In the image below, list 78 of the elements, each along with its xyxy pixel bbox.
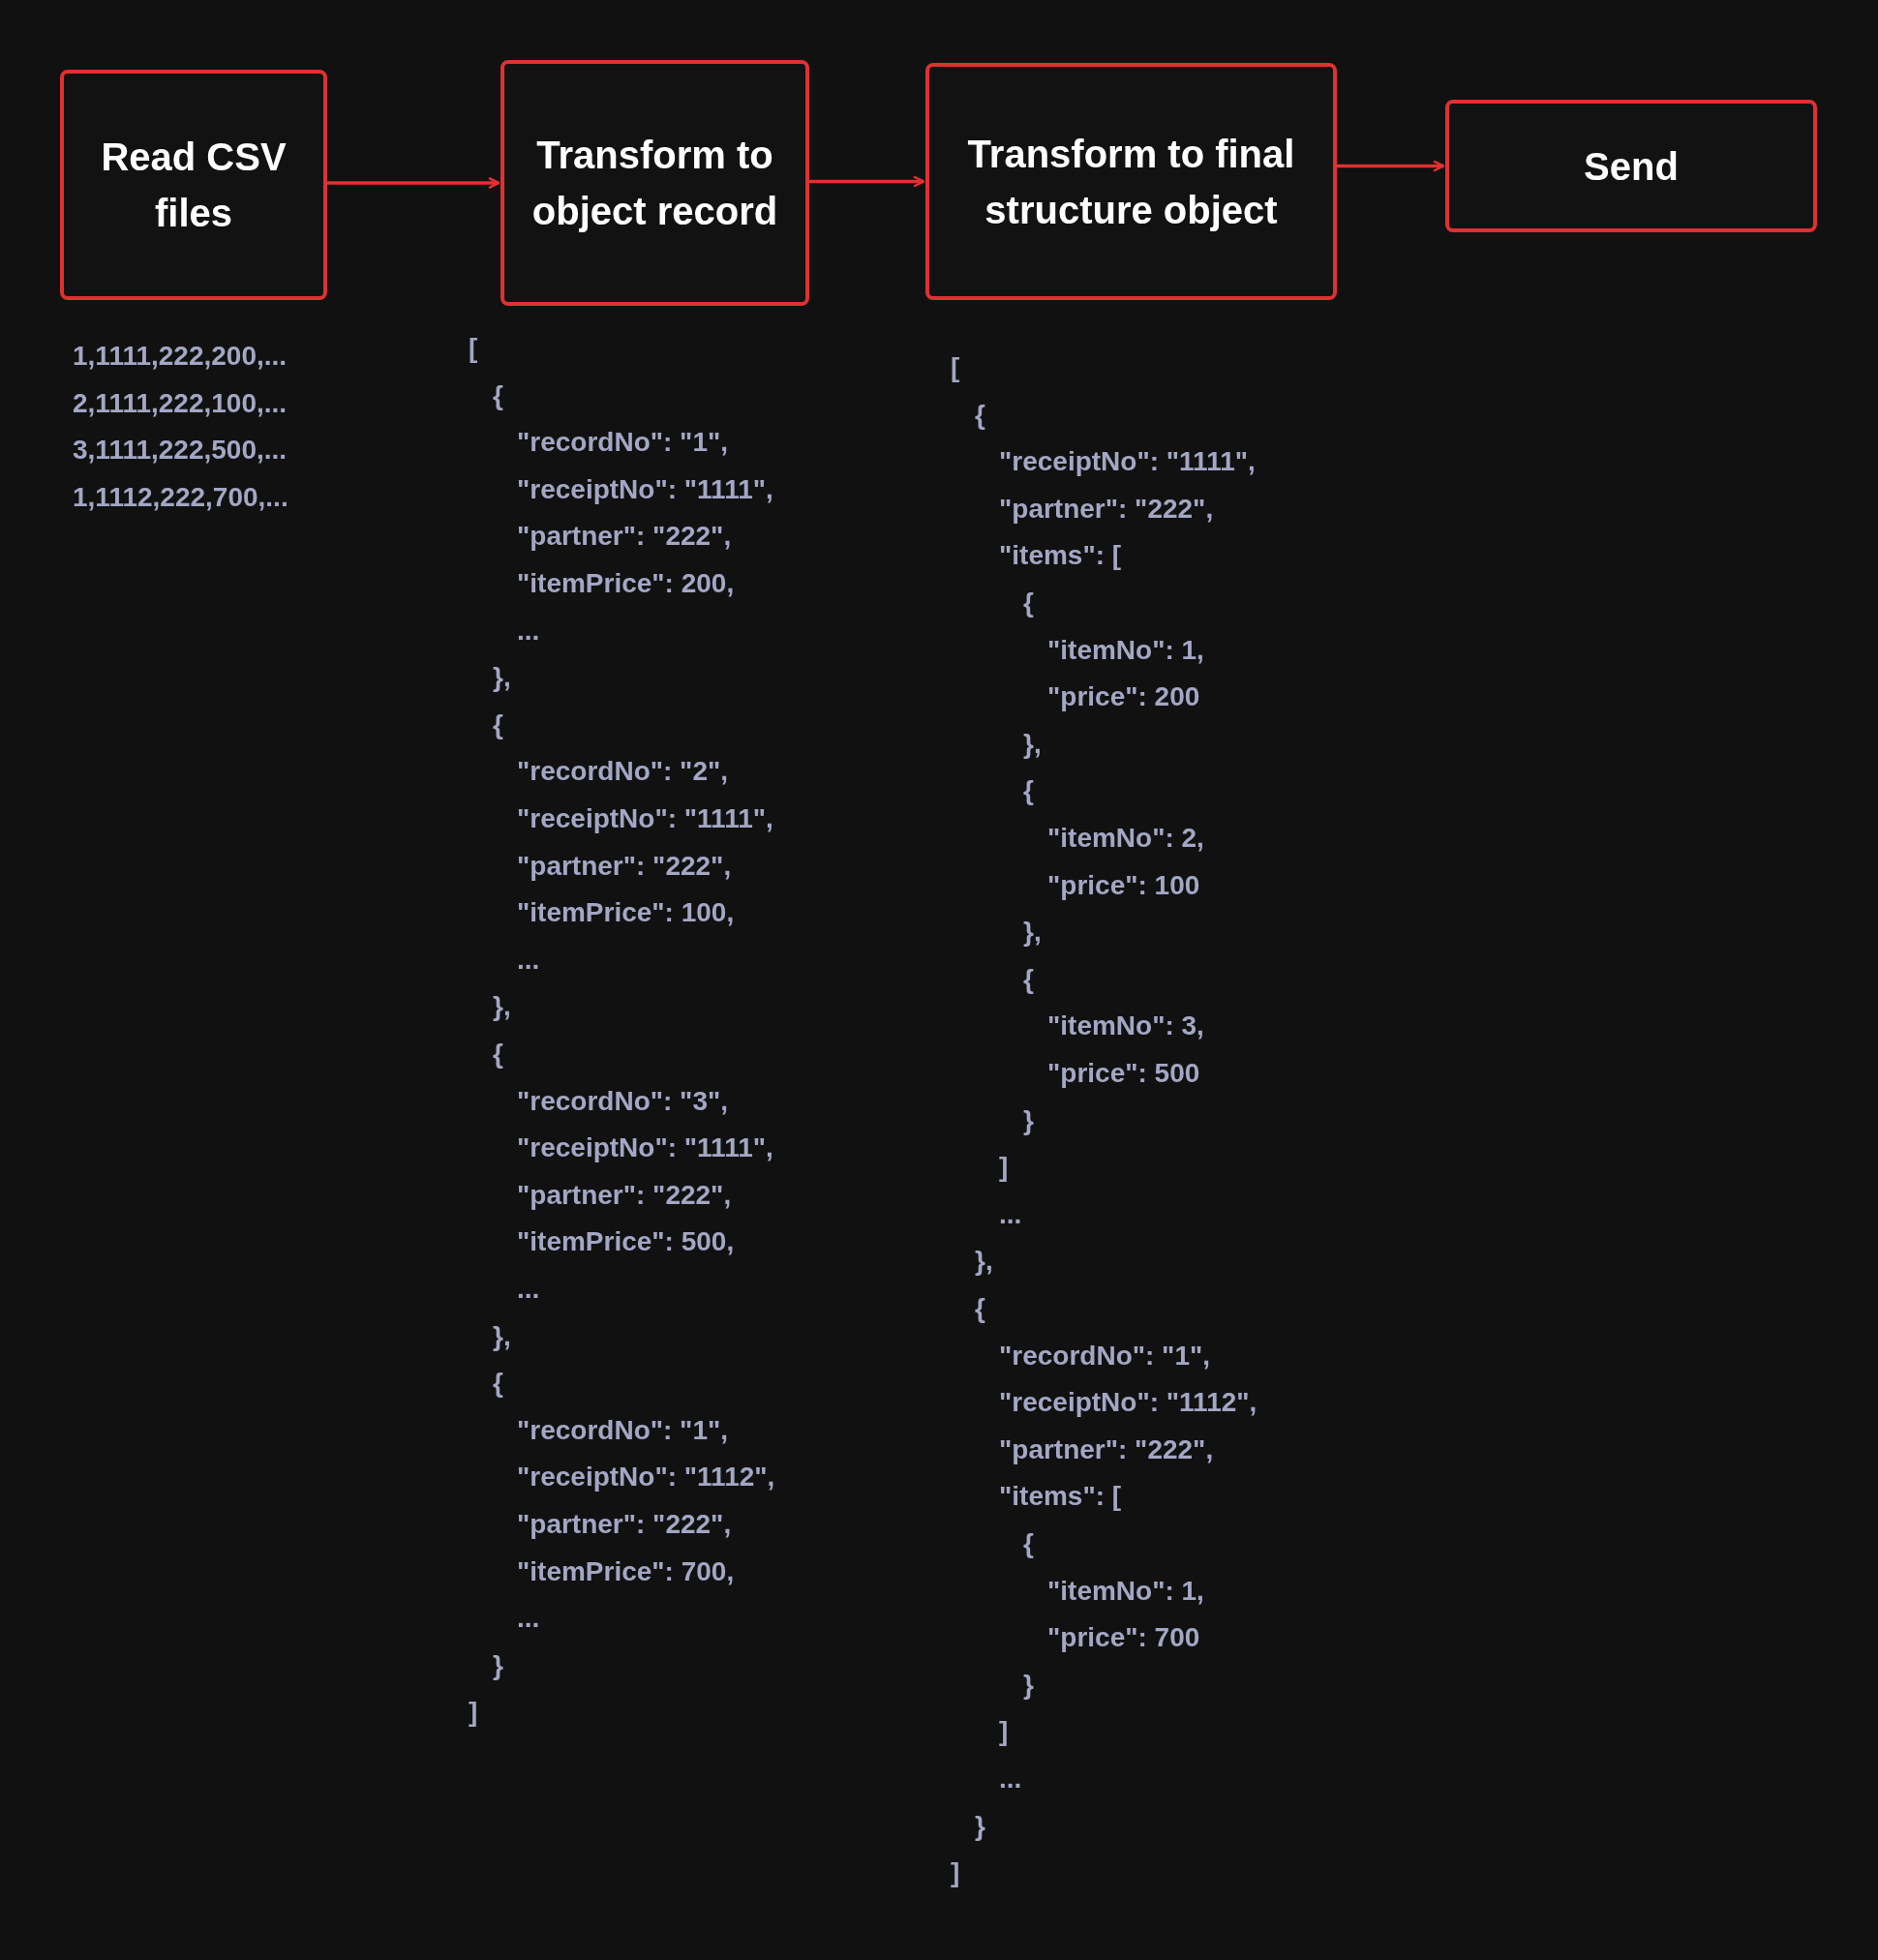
code-line: "recordNo": "1", [999, 1339, 1211, 1372]
process-box [500, 60, 809, 306]
csv-line: 2,1111,222,100,... [73, 386, 288, 420]
code-line: ] [999, 1151, 1009, 1185]
code-line: "partner": "222", [517, 1178, 732, 1212]
code-line: "price": 200 [1047, 680, 1200, 714]
code-line: ... [517, 1273, 540, 1306]
code-line: { [1023, 774, 1034, 808]
box-label: Transform to final structure object [966, 131, 1296, 233]
code-line: }, [1023, 727, 1042, 761]
code-line: } [975, 1809, 985, 1843]
code-line: ... [999, 1763, 1022, 1795]
csv-line: 1,1112,222,700,... [73, 480, 288, 514]
arrow [327, 176, 500, 190]
code-line: { [1023, 962, 1034, 996]
arrow [1337, 160, 1445, 172]
process-box [1445, 100, 1817, 232]
process-box [60, 70, 327, 300]
code-line: "partner": "222", [517, 1508, 732, 1541]
code-line: { [493, 1367, 503, 1401]
code-line: ... [517, 943, 540, 977]
code-line: "itemPrice": 200, [517, 567, 735, 600]
code-line: } [493, 1648, 503, 1682]
code-line: "receiptNo": "1111", [517, 472, 773, 506]
code-line: "receiptNo": "1112", [517, 1461, 775, 1494]
arrow [809, 175, 925, 188]
code-line: "itemPrice": 700, [517, 1554, 735, 1588]
code-line: }, [493, 990, 511, 1024]
code-line: }, [975, 1245, 993, 1279]
code-line: ... [999, 1197, 1022, 1231]
code-line: { [975, 398, 985, 432]
code-line: [ [951, 351, 960, 384]
code-line: } [1023, 1668, 1034, 1702]
csv-line: 1,1111,222,200,... [73, 340, 288, 373]
code-line: "recordNo": "2", [517, 755, 729, 789]
code-line: "price": 500 [1047, 1057, 1200, 1090]
process-box [925, 63, 1337, 300]
code-line: ... [517, 614, 540, 648]
code-line: "itemNo": 2, [1047, 822, 1204, 855]
code-line: "recordNo": "1", [517, 1413, 729, 1447]
code-line: ] [469, 1696, 478, 1730]
code-line: { [1023, 587, 1034, 619]
code-line: "receiptNo": "1112", [999, 1386, 1257, 1420]
code-line: ] [951, 1856, 960, 1890]
code-line: "itemNo": 1, [1047, 633, 1204, 667]
code-line: { [493, 378, 503, 412]
code-line: "receiptNo": "1111", [517, 802, 773, 835]
code-line: "items": [ [999, 1480, 1122, 1514]
code-line: ... [517, 1602, 540, 1636]
code-line: "partner": "222", [517, 849, 732, 883]
code-line: { [975, 1292, 985, 1325]
code-line: "partner": "222", [999, 1432, 1214, 1466]
box-label: Send [1584, 143, 1679, 190]
code-line: "itemPrice": 500, [517, 1225, 735, 1259]
code-line: "partner": "222", [517, 520, 732, 554]
code-line: "price": 100 [1047, 868, 1200, 902]
code-line: }, [493, 661, 511, 695]
code-line: "recordNo": "1", [517, 426, 729, 460]
code-line: "receiptNo": "1111", [999, 445, 1256, 479]
box-label: Transform to object record [530, 133, 779, 234]
code-line: "price": 700 [1047, 1621, 1200, 1655]
code-line: "itemNo": 3, [1047, 1010, 1204, 1043]
code-line: { [1023, 1527, 1034, 1560]
code-line: }, [1023, 916, 1042, 950]
code-line: "partner": "222", [999, 492, 1214, 526]
code-line: } [1023, 1103, 1034, 1137]
code-line: { [493, 1038, 503, 1070]
box-label: Read CSV files [100, 135, 288, 236]
code-line: "receiptNo": "1111", [517, 1131, 773, 1165]
code-line: ] [999, 1715, 1009, 1749]
csv-line: 3,1111,222,500,... [73, 434, 288, 467]
code-line: "recordNo": "3", [517, 1084, 729, 1118]
code-line: }, [493, 1319, 511, 1353]
code-line: "itemPrice": 100, [517, 896, 735, 930]
code-line: "itemNo": 1, [1047, 1574, 1204, 1608]
code-line: { [493, 708, 503, 741]
code-line: "items": [ [999, 539, 1122, 573]
code-line: [ [469, 332, 478, 365]
